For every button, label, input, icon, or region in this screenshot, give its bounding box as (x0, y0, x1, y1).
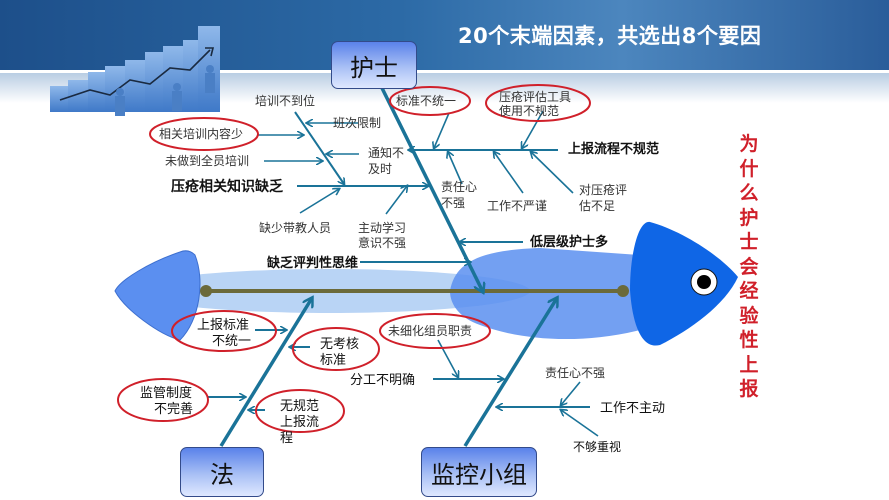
cause-self-learning-2: 意识不强 (358, 236, 407, 250)
cause-self-learning-1: 主动学习 (358, 221, 407, 235)
cause-tool-usage-2: 使用不规范 (499, 104, 560, 118)
cause-report-process: 上报流程不规范 (568, 142, 660, 157)
cause-standard-inconsistent: 标准不统一 (396, 94, 457, 108)
cause-no-process-3: 程 (280, 431, 294, 446)
highlight-ellipse-duties (379, 313, 491, 349)
fish-tail (114, 250, 201, 341)
cause-report-standard-1: 上报标准 (197, 318, 250, 333)
cause-lack-mentors: 缺少带教人员 (259, 221, 332, 235)
fish-body-dark (450, 248, 640, 340)
bar-chart-clipart-icon (50, 26, 220, 116)
nurse-bone (379, 85, 483, 292)
page-title: 20个末端因素，共选出8个要因 (458, 24, 762, 48)
cause-report-standard-2: 不统一 (212, 334, 252, 349)
cause-responsibility-weak: 责任心不强 (545, 366, 606, 380)
cause-assessment-insufficient-1: 对压疮评 (579, 183, 628, 197)
highlight-ellipse-report-standard (171, 310, 277, 352)
cause-low-level-nurses: 低层级护士多 (530, 235, 609, 250)
law-bone (219, 298, 312, 447)
cause-no-assessment-1: 无考核 (320, 337, 360, 352)
highlight-ellipse-tool (485, 84, 591, 122)
cause-no-process-1: 无规范 (280, 399, 320, 414)
cause-responsibility-1: 责任心 (441, 180, 478, 194)
cause-supervision-2: 不完善 (154, 402, 194, 417)
category-law: 法 (180, 447, 264, 497)
header-divider (0, 70, 889, 73)
highlight-ellipse-assessment (292, 327, 380, 371)
highlight-ellipse-process (255, 389, 345, 433)
monitor-bone (463, 298, 557, 447)
highlight-ellipse-standard (389, 86, 471, 116)
cause-critical-thinking: 缺乏评判性思维 (267, 256, 359, 271)
cause-division-unclear: 分工不明确 (350, 373, 416, 388)
fish-head (630, 221, 738, 346)
cause-shift-limit: 班次限制 (333, 116, 382, 130)
cause-notify-late-2: 及时 (368, 162, 393, 176)
cause-training-inadequate: 培训不到位 (255, 94, 316, 108)
cause-no-assessment-2: 标准 (320, 353, 347, 368)
problem-statement: 为什么护士会经验性上报 (739, 133, 759, 400)
cause-not-all-trained: 未做到全员培训 (165, 154, 250, 168)
category-nurse: 护士 (331, 41, 417, 89)
cause-responsibility-2: 不强 (441, 196, 466, 210)
cause-notify-late-1: 通知不 (368, 146, 405, 160)
cause-supervision-1: 监管制度 (140, 386, 193, 401)
highlight-ellipse-training-content (149, 117, 259, 151)
cause-knowledge-lacking: 压疮相关知识缺乏 (171, 179, 283, 195)
cause-tool-usage-1: 压疮评估工具 (499, 90, 572, 104)
cause-training-content-few: 相关培训内容少 (159, 127, 244, 141)
category-monitor-group: 监控小组 (421, 447, 537, 497)
cause-not-rigorous: 工作不严谨 (487, 199, 548, 213)
cause-not-proactive: 工作不主动 (600, 401, 666, 416)
highlight-ellipse-supervision (117, 378, 209, 422)
cause-not-valued: 不够重视 (573, 440, 622, 454)
cause-no-process-2: 上报流 (280, 415, 320, 430)
cause-duties-undefined: 未细化组员职责 (388, 324, 473, 338)
cause-assessment-insufficient-2: 估不足 (579, 199, 616, 213)
